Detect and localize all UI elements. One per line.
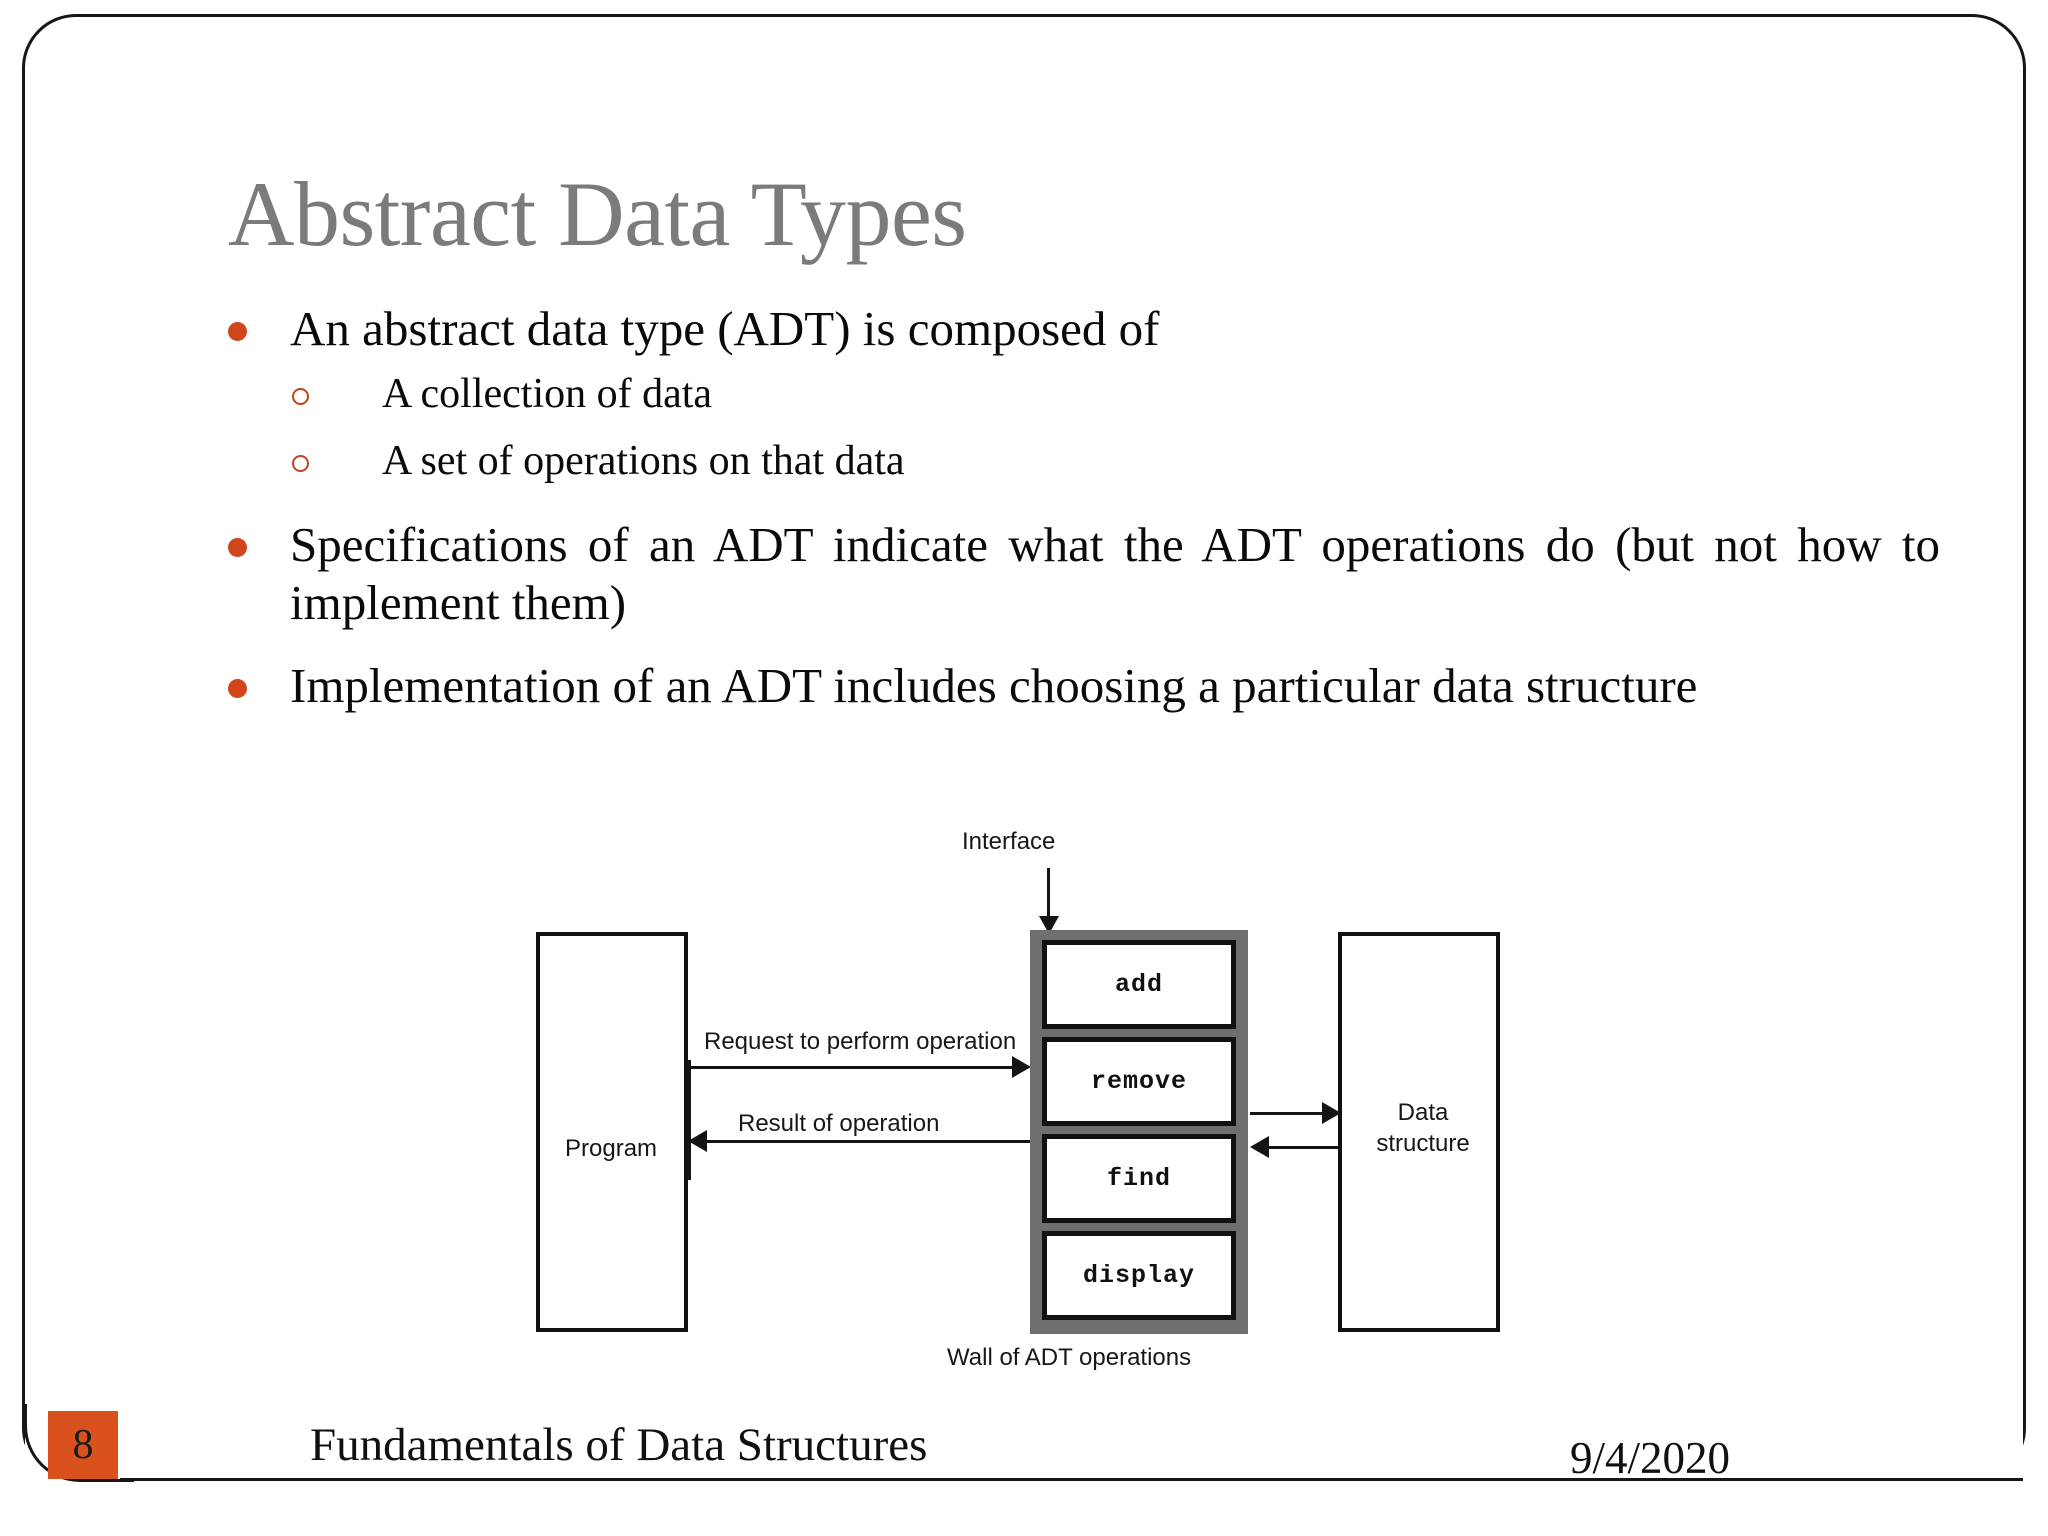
request-arrow-stub-icon: [688, 1060, 691, 1180]
adt-diagram: Interface Program Request to perform ope…: [490, 820, 1570, 1420]
list-item-label: A set of operations on that data: [382, 438, 905, 485]
ds-left-arrow-head-icon: [1250, 1136, 1269, 1158]
sub-bullet-ring-icon: [292, 388, 309, 406]
footer-frame-mask: [25, 1418, 2023, 1484]
operation-box-remove: remove: [1042, 1037, 1236, 1126]
footer-divider-rule: [120, 1478, 2023, 1481]
data-structure-box: [1338, 932, 1500, 1332]
operation-box-find: find: [1042, 1134, 1236, 1223]
list-item-label: Specifications of an ADT indicate what t…: [290, 517, 1940, 631]
list-item-label: A collection of data: [382, 371, 713, 418]
data-structure-line-2: structure: [1376, 1129, 1470, 1157]
footer-title: Fundamentals of Data Structures: [310, 1419, 928, 1471]
operation-label: find: [1106, 1164, 1171, 1193]
data-structure-line-1: Data: [1397, 1099, 1449, 1126]
operation-label: display: [1082, 1261, 1196, 1290]
interface-arrow-head-icon: [1039, 916, 1059, 934]
wall-caption-label: Wall of ADT operations: [947, 1344, 1192, 1371]
bullet-dot-icon: [228, 678, 247, 698]
result-arrow-shaft-icon: [706, 1140, 1030, 1143]
footer-date: 9/4/2020: [1570, 1433, 1731, 1483]
bullet-dot-icon: [228, 322, 247, 341]
request-label: Request to perform operation: [704, 1028, 1017, 1055]
data-structure-label: Data structure: [1364, 1098, 1482, 1159]
operation-label: add: [1114, 970, 1163, 999]
operation-box-display: display: [1042, 1231, 1236, 1320]
bullet-dot-icon: [228, 538, 247, 558]
operation-label: remove: [1090, 1067, 1187, 1096]
page-title: Abstract Data Types: [228, 163, 967, 265]
interface-label: Interface: [962, 828, 1056, 855]
ds-right-arrow-head-icon: [1322, 1102, 1341, 1124]
program-box: [536, 932, 688, 1332]
list-item-label: An abstract data type (ADT) is composed …: [290, 301, 1160, 356]
result-arrow-head-icon: [688, 1130, 707, 1152]
bullet-list: An abstract data type (ADT) is composed …: [200, 300, 1940, 721]
result-label: Result of operation: [738, 1110, 940, 1137]
list-item: A collection of data: [200, 364, 1940, 425]
request-arrow-head-icon: [1012, 1056, 1031, 1078]
ds-right-arrow-shaft-icon: [1250, 1112, 1328, 1115]
interface-arrow-shaft-icon: [1047, 868, 1050, 922]
request-arrow-shaft-icon: [688, 1066, 1014, 1069]
list-item: An abstract data type (ADT) is composed …: [200, 300, 1940, 358]
list-item: Implementation of an ADT includes choosi…: [200, 657, 1940, 715]
list-item: A set of operations on that data: [200, 431, 1940, 492]
ds-left-arrow-shaft-icon: [1268, 1146, 1340, 1149]
operation-box-add: add: [1042, 940, 1236, 1029]
list-item-label: Implementation of an ADT includes choosi…: [290, 657, 1698, 713]
sub-bullet-ring-icon: [292, 455, 309, 473]
page-number-badge: 8: [48, 1411, 118, 1479]
program-label: Program: [565, 1135, 658, 1162]
list-item: Specifications of an ADT indicate what t…: [200, 516, 1940, 633]
wall-of-adt-operations: add remove find display: [1030, 930, 1248, 1334]
